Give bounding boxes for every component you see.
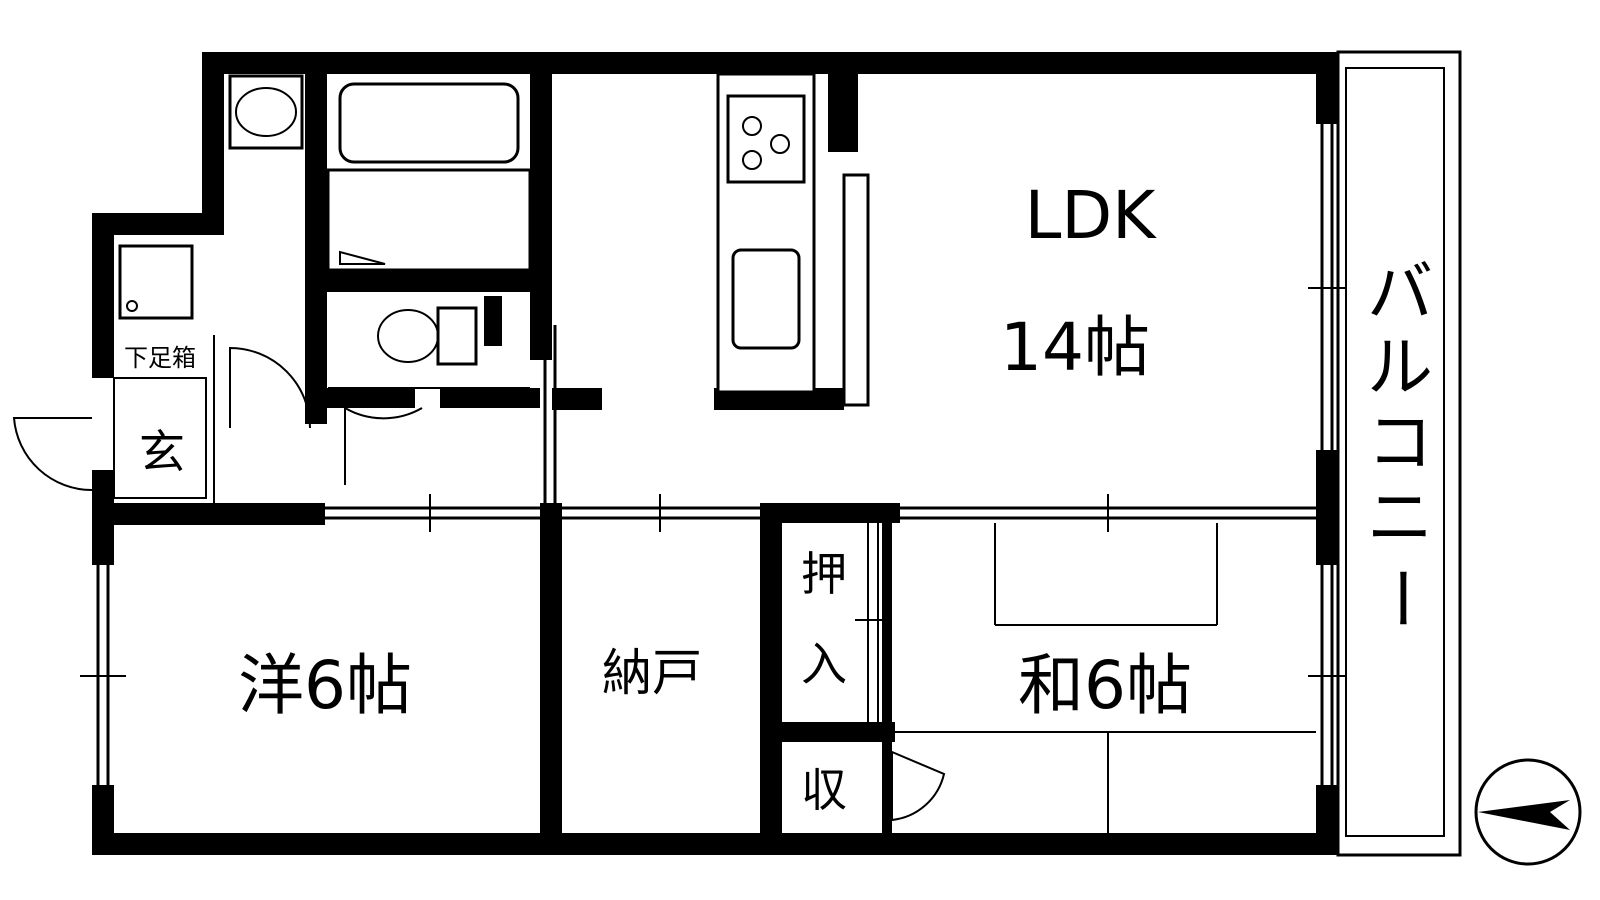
tatami-lines [892,523,1316,833]
openings [80,124,1346,830]
storage-room-label: 納戸 [602,644,702,702]
balcony-char: ー [1362,565,1439,631]
doors [12,335,946,822]
kitchen [716,72,870,407]
balcony-char: ニ [1367,479,1433,556]
exterior-walls [92,52,1338,855]
western-room-label: 洋6帖 [238,647,412,724]
balcony [1336,50,1462,857]
closet-label-top: 押 [801,547,847,601]
entrance-label: 玄 [139,425,185,479]
ldk-size: 14帖 [1000,309,1150,386]
compass-icon [1474,758,1582,866]
balcony-label: バ ル コ ニ ー [1362,254,1439,631]
balcony-char: バ [1367,254,1433,331]
japanese-room-label: 和6帖 [1018,647,1192,724]
balcony-char: コ [1367,404,1433,481]
bath-area [118,74,532,389]
closet-label-bottom: 入 [801,637,847,691]
shoe-cabinet-label: 下足箱 [124,344,196,372]
interior-walls [92,52,900,848]
storage-label: 収 [801,763,847,817]
ldk-label: LDK [1025,177,1158,254]
balcony-char: ル [1367,329,1433,406]
